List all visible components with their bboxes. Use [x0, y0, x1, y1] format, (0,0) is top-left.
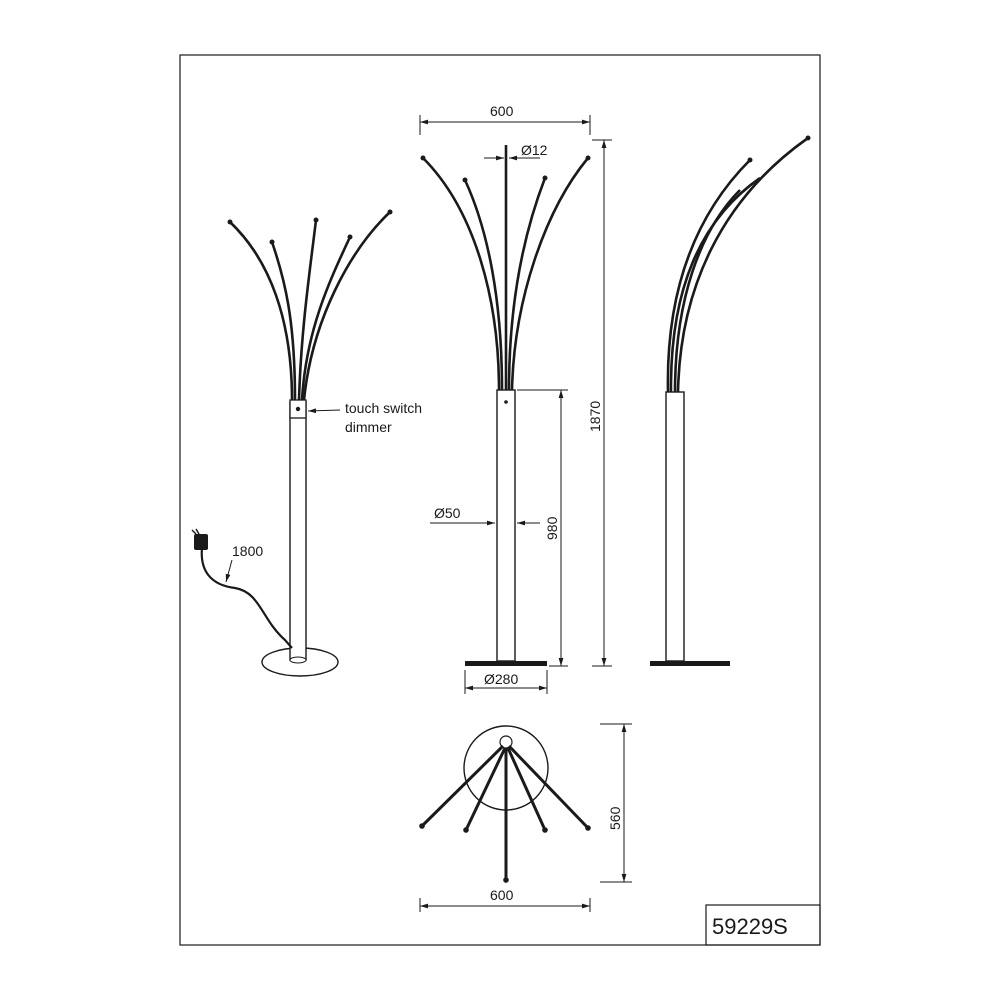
side-arm-tips	[747, 135, 811, 163]
perspective-view: touch switch dimmer 1800	[191, 209, 422, 677]
front-width-label: 600	[490, 103, 514, 119]
top-width-label: 600	[490, 887, 514, 903]
perspective-arms	[229, 211, 391, 401]
base-diameter-label: Ø280	[484, 671, 518, 687]
top-view: 560 600	[419, 723, 632, 912]
front-arm-tips	[420, 155, 591, 183]
front-base	[465, 661, 547, 666]
pole-diameter-label: Ø50	[434, 505, 461, 521]
plug-icon	[191, 528, 208, 550]
model-number: 59229S	[712, 914, 788, 939]
front-pole	[496, 389, 516, 662]
rod-diameter-label: Ø12	[521, 142, 548, 158]
top-arms	[420, 744, 590, 880]
top-arm-tips	[419, 823, 591, 883]
pole-height-label: 980	[544, 516, 560, 540]
touch-switch-dot	[295, 406, 301, 412]
side-arms	[666, 136, 809, 393]
side-pole	[665, 391, 685, 662]
side-base	[650, 661, 730, 666]
dimmer-label: dimmer	[345, 419, 392, 435]
top-depth-label: 560	[607, 806, 623, 830]
drawing-frame	[179, 54, 821, 946]
perspective-arm-tips	[227, 209, 393, 245]
model-number-box: 59229S	[705, 904, 821, 946]
power-cable	[200, 547, 293, 649]
perspective-pole	[289, 401, 307, 661]
front-view: 600 Ø12 1870 980 Ø50 Ø280	[419, 103, 612, 694]
touch-switch-label: touch switch	[345, 400, 422, 416]
total-height-label: 1870	[587, 401, 603, 432]
front-arms	[422, 145, 590, 391]
cable-length-label: 1800	[232, 543, 263, 559]
side-view	[650, 135, 811, 666]
